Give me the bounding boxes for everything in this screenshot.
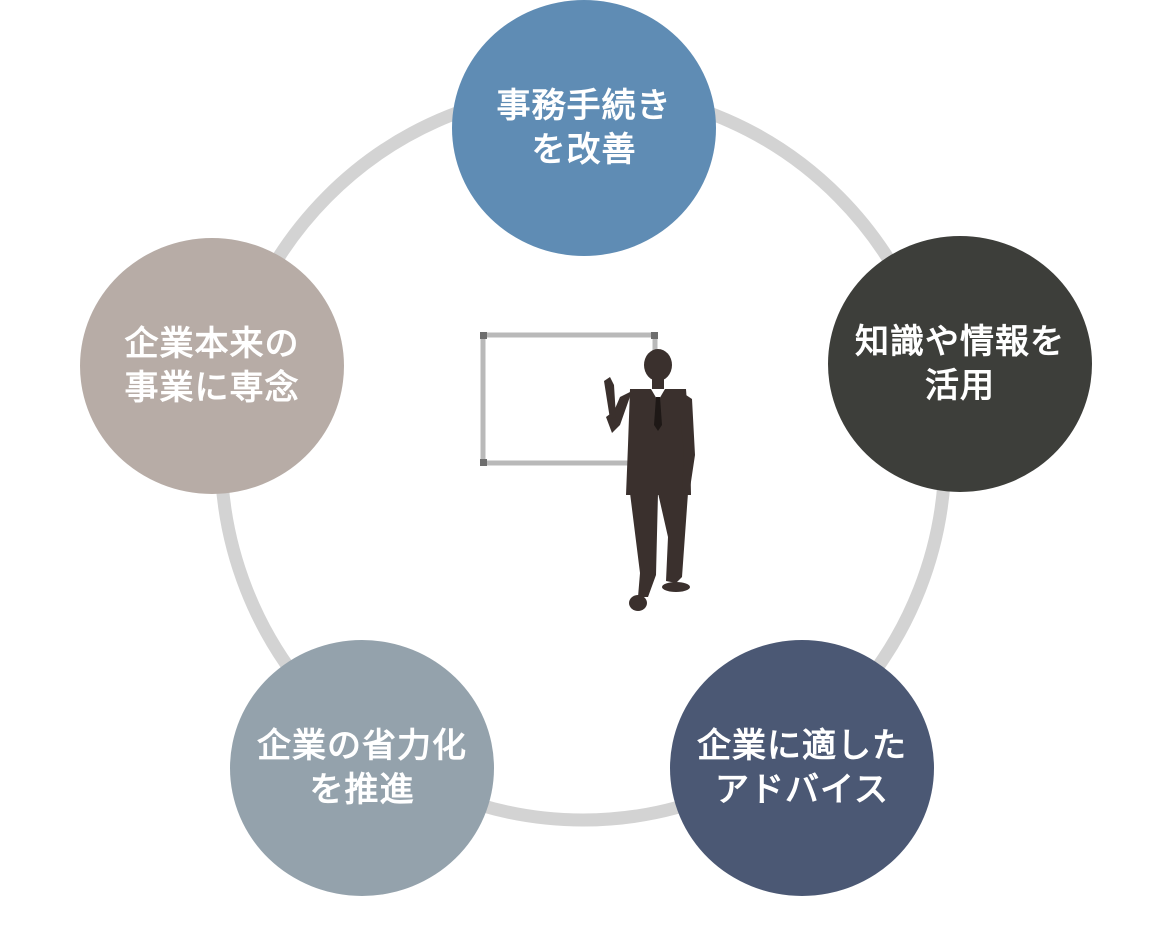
node-label-line1: 事務手続き: [496, 86, 672, 126]
node-label-line2: アドバイス: [715, 770, 889, 810]
node-label-line2: 事業に専念: [124, 368, 300, 408]
node-label-line1: 企業に適した: [697, 726, 907, 766]
node-labor-saving: 企業の省力化 を推進: [230, 640, 494, 896]
node-label-line1: 知識や情報を: [855, 322, 1065, 362]
presenter-with-whiteboard-icon: [480, 332, 695, 611]
businessman-silhouette-icon: [604, 349, 695, 611]
node-label-line2: を推進: [309, 770, 415, 810]
node-label-line2: 活用: [925, 366, 995, 406]
node-improve-procedures: 事務手続き を改善: [452, 0, 716, 256]
node-label-line2: を改善: [531, 130, 637, 170]
node-tailored-advice: 企業に適した アドバイス: [670, 640, 934, 896]
node-label-line1: 企業の省力化: [257, 726, 467, 766]
node-utilize-knowledge: 知識や情報を 活用: [828, 236, 1092, 492]
node-focus-core-business: 企業本来の 事業に専念: [80, 238, 344, 494]
node-label-line1: 企業本来の: [124, 324, 300, 364]
